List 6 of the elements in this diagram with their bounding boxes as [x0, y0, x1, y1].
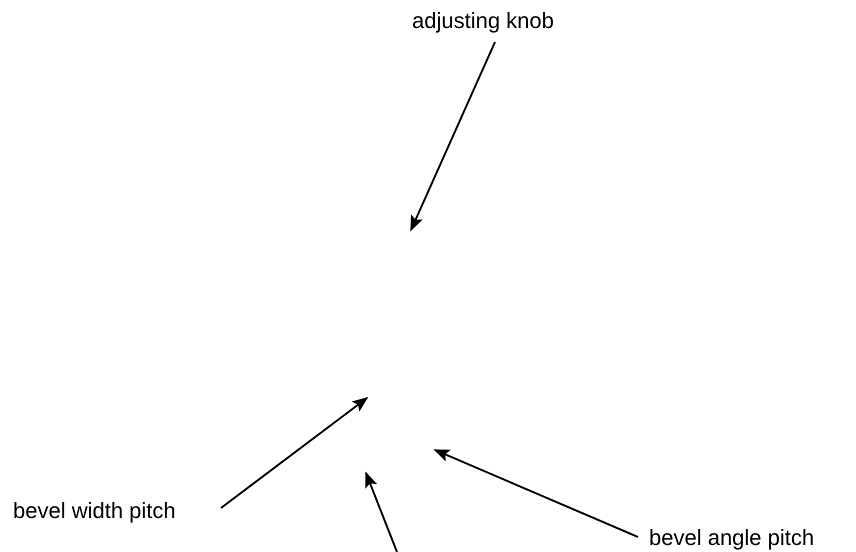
leader-arrow — [410, 42, 496, 232]
part-label: bevel width pitch — [13, 498, 176, 524]
leader-arrow — [220, 397, 368, 509]
part-label: adjusting knob — [412, 8, 554, 34]
part-label: bevel angle pitch — [649, 525, 814, 551]
leader-arrow — [434, 449, 638, 538]
